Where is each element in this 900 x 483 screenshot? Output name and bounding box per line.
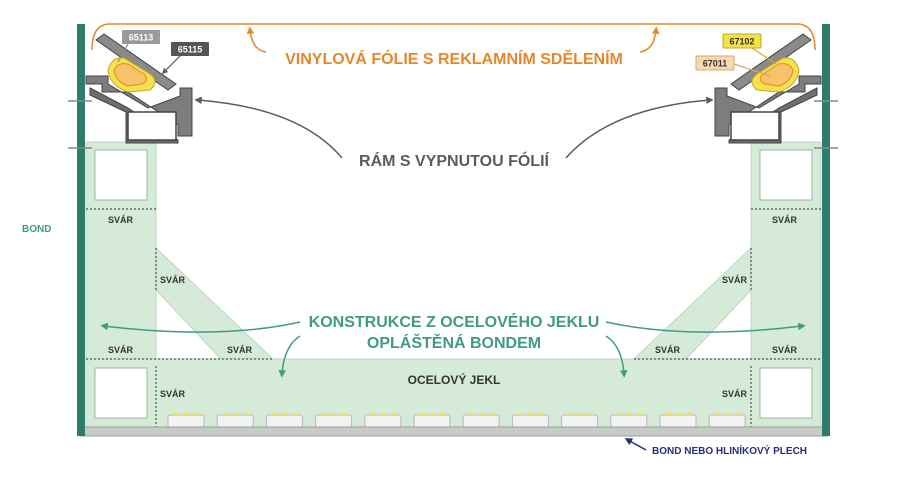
led-module bbox=[364, 413, 402, 428]
bottom-beam bbox=[85, 358, 822, 428]
led-module bbox=[511, 413, 549, 428]
weld-label: SVÁR bbox=[722, 389, 748, 399]
right-top-inner-box bbox=[759, 149, 813, 201]
weld-label: SVÁR bbox=[772, 215, 798, 225]
construction-arrow-far-right bbox=[605, 321, 806, 333]
weld-lines bbox=[86, 208, 821, 427]
bond-sheet-arrow bbox=[624, 438, 647, 451]
construction-arrow-left-down bbox=[278, 335, 301, 378]
led-module bbox=[216, 413, 254, 428]
tag-65115: 65115 bbox=[161, 42, 209, 75]
vinyl-foil bbox=[91, 23, 816, 51]
tag-65113-text: 65113 bbox=[129, 33, 154, 43]
steel-construction bbox=[85, 141, 822, 428]
weld-label: SVÁR bbox=[108, 215, 134, 225]
left-diagonal-brace bbox=[155, 246, 275, 360]
weld-labels: SVÁR SVÁR SVÁR SVÁR SVÁR SVÁR SVÁR SVÁR … bbox=[108, 215, 798, 399]
right-frame-profile bbox=[714, 33, 822, 144]
right-bond-panel bbox=[822, 24, 830, 436]
led-module bbox=[462, 413, 500, 428]
weld-label: SVÁR bbox=[160, 389, 186, 399]
weld-label: SVÁR bbox=[772, 345, 798, 355]
left-bond-panel bbox=[77, 24, 85, 436]
frame-arrow-left bbox=[194, 96, 343, 159]
tag-67011: 67011 bbox=[695, 55, 771, 77]
construction-arrow-far-left bbox=[100, 321, 301, 333]
tag-67011-text: 67011 bbox=[703, 59, 728, 69]
led-module bbox=[167, 413, 205, 428]
construction-label-line1: KONSTRUKCE Z OCELOVÉHO JEKLU bbox=[309, 312, 600, 331]
bond-sheet-label: BOND NEBO HLINÍKOVÝ PLECH bbox=[652, 444, 807, 457]
led-module bbox=[659, 413, 697, 428]
bond-sheet-bottom bbox=[79, 426, 829, 437]
led-module bbox=[610, 413, 648, 428]
tag-67102: 67102 bbox=[722, 33, 777, 65]
right-diagonal-brace bbox=[632, 246, 752, 360]
led-module bbox=[413, 413, 451, 428]
right-bottom-inner-box bbox=[759, 367, 813, 419]
left-frame-profile bbox=[85, 33, 193, 144]
vinyl-label: VINYLOVÁ FÓLIE S REKLAMNÍM SDĚLENÍM bbox=[285, 49, 623, 68]
led-module bbox=[708, 413, 746, 428]
led-module bbox=[265, 413, 303, 428]
tag-65113: 65113 bbox=[117, 30, 160, 63]
steel-label: OCELOVÝ JEKL bbox=[408, 372, 501, 387]
weld-label: SVÁR bbox=[108, 345, 134, 355]
frame-label: RÁM S VYPNUTOU FÓLIÍ bbox=[359, 151, 549, 170]
weld-label: SVÁR bbox=[160, 275, 186, 285]
construction-label-line2: OPLÁŠTĚNÁ BONDEM bbox=[367, 333, 541, 352]
weld-label: SVÁR bbox=[655, 345, 681, 355]
led-module bbox=[315, 413, 353, 428]
vinyl-arrow-right bbox=[639, 26, 660, 53]
left-bottom-inner-box bbox=[94, 367, 148, 419]
weld-label: SVÁR bbox=[722, 275, 748, 285]
vinyl-arrow-left bbox=[246, 26, 267, 53]
bond-label: BOND bbox=[22, 224, 51, 235]
tag-67102-text: 67102 bbox=[729, 37, 754, 47]
weld-label: SVÁR bbox=[227, 345, 253, 355]
frame-arrow-right bbox=[565, 96, 714, 159]
led-module bbox=[561, 413, 599, 428]
tag-65115-text: 65115 bbox=[178, 45, 203, 55]
left-top-inner-box bbox=[94, 149, 148, 201]
construction-arrow-right-down bbox=[605, 335, 628, 378]
